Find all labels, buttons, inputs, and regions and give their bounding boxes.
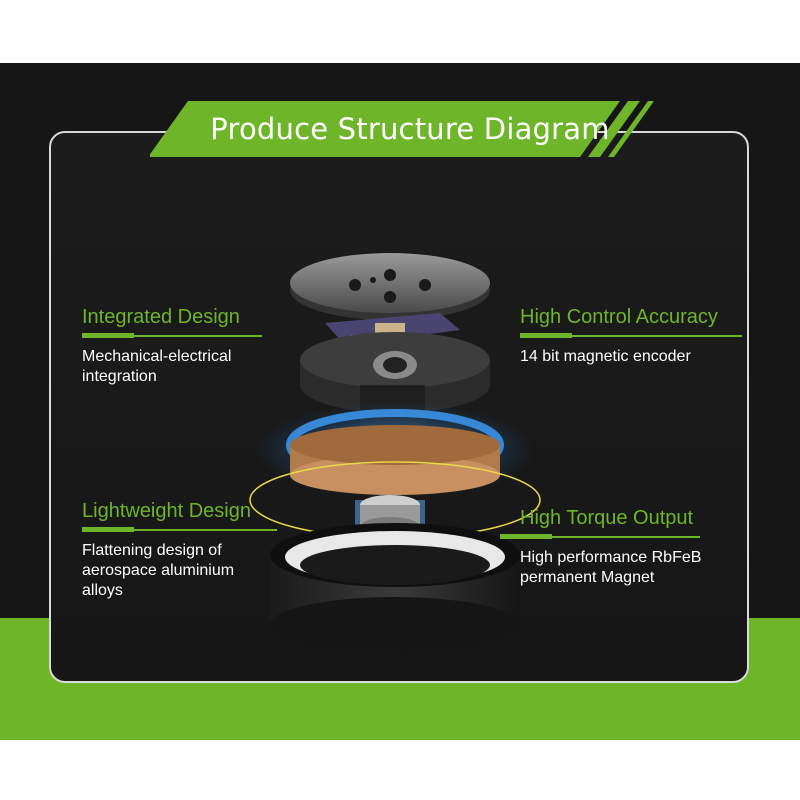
motor-exploded-illustration bbox=[249, 253, 541, 653]
feature-title: Lightweight Design bbox=[82, 500, 251, 522]
feature-high-torque-output: High Torque Output High performance RbFe… bbox=[500, 507, 730, 588]
motor-rotor-bell bbox=[270, 523, 520, 653]
feature-high-control-accuracy: High Control Accuracy 14 bit magnetic en… bbox=[520, 306, 742, 367]
feature-lightweight-design: Lightweight Design Flattening design of … bbox=[82, 500, 277, 601]
feature-divider bbox=[500, 534, 700, 539]
feature-description: 14 bit magnetic encoder bbox=[520, 348, 691, 365]
motor-stator bbox=[255, 402, 535, 498]
title-banner: Produce Structure Diagram bbox=[148, 101, 670, 157]
motor-top-cap bbox=[290, 253, 490, 320]
page-title: Produce Structure Diagram bbox=[210, 112, 610, 146]
feature-title: High Torque Output bbox=[520, 507, 694, 529]
feature-integrated-design: Integrated Design Mechanical-electrical … bbox=[82, 306, 262, 387]
feature-title: Integrated Design bbox=[82, 306, 240, 328]
feature-title: High Control Accuracy bbox=[520, 306, 718, 328]
feature-divider bbox=[82, 527, 277, 532]
feature-description: Flattening design of aerospace aluminium… bbox=[82, 542, 235, 599]
feature-description: High performance RbFeB permanent Magnet bbox=[520, 549, 702, 586]
feature-description: Mechanical-electrical integration bbox=[82, 348, 232, 385]
title-banner-shape bbox=[148, 101, 654, 157]
feature-divider bbox=[82, 333, 262, 338]
feature-divider bbox=[520, 333, 742, 338]
